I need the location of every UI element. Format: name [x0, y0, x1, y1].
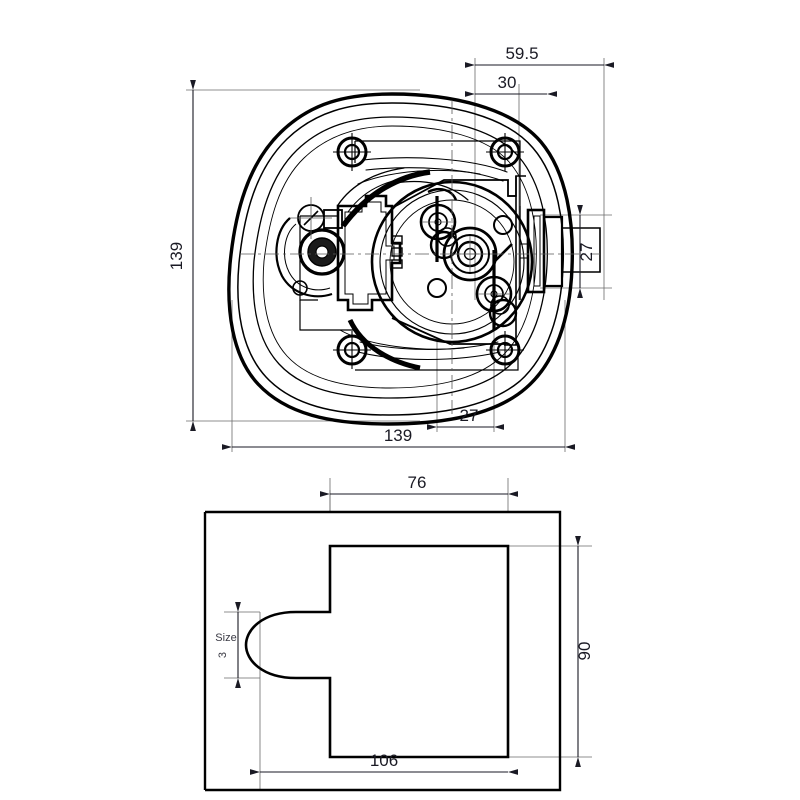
dim-label-90: 90: [575, 642, 594, 661]
dim-label-size-number: 3: [217, 652, 229, 658]
mounting-screws: [333, 133, 524, 369]
screw-top-right: [486, 133, 524, 171]
actuator-block: [323, 194, 403, 312]
dim-106: 106: [250, 751, 518, 775]
center-lines: [240, 100, 600, 418]
dim-label-27-horizontal: 27: [460, 406, 479, 425]
dim-label-27-vertical: 27: [577, 243, 596, 262]
dim-label-106: 106: [370, 751, 398, 770]
internal-ribs: [337, 157, 508, 371]
dim-size-3: Size 3: [215, 602, 241, 688]
screw-bottom-right: [486, 331, 524, 369]
dim-label-size-word: Size: [215, 632, 236, 644]
dim-label-width-139: 139: [384, 426, 412, 445]
plate-outer-rectangle: [205, 510, 562, 792]
dim-76: 76: [320, 473, 518, 497]
dim-height-139: 139: [167, 80, 196, 431]
housing-outline: [227, 92, 575, 426]
dim-90: 90: [575, 536, 594, 767]
dim-59-5: 59.5: [465, 44, 614, 68]
dim-label-76: 76: [408, 473, 427, 492]
dim-label-30: 30: [498, 73, 517, 92]
dim-27-horizontal: 27: [427, 406, 504, 430]
top-view-group: 139 139 59.5 30 27 27: [167, 44, 614, 452]
side-tab: [519, 206, 601, 300]
pivot-pin-lower: [475, 243, 518, 330]
dim-label-59-5: 59.5: [505, 44, 538, 63]
pivot-pin-upper: [419, 188, 459, 262]
dim-width-139: 139: [222, 426, 575, 450]
dim-label-height-139: 139: [167, 242, 186, 270]
bottom-view-group: 76 106 90 Size 3: [203, 473, 594, 792]
rotor-bores: [427, 215, 513, 298]
dim-27-vertical: 27: [577, 205, 596, 298]
barrel-lock: [275, 197, 346, 298]
screw-top-left: [333, 133, 371, 171]
cutout-profile: [244, 544, 510, 759]
dim-30: 30: [465, 73, 557, 97]
screw-bottom-left: [333, 331, 371, 369]
